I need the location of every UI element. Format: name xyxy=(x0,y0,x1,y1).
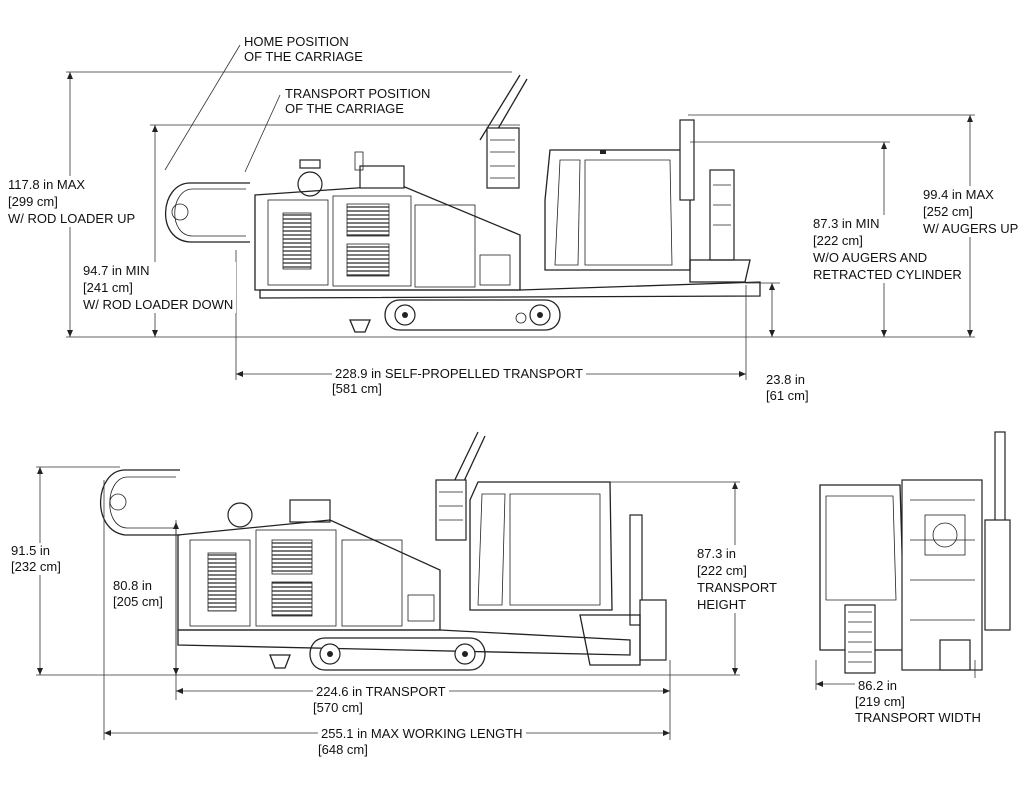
max-height-augers-label: 99.4 in MAX [252 cm] W/ AUGERS UP xyxy=(920,186,1022,237)
max-working-length-metric: [648 cm] xyxy=(318,742,368,757)
rear-drill-illustration xyxy=(819,431,1011,674)
min-height-note: W/ ROD LOADER DOWN xyxy=(83,297,234,312)
transport-height-metric: [222 cm] xyxy=(697,563,747,578)
transport-height-label: 87.3 in [222 cm] TRANSPORT HEIGHT xyxy=(694,545,780,613)
min-height-rod-loader-label: 94.7 in MIN [241 cm] W/ ROD LOADER DOWN xyxy=(80,262,237,313)
max-working-length-label: 255.1 in MAX WORKING LENGTH [648 cm] xyxy=(318,726,526,758)
min-height-metric: [241 cm] xyxy=(83,280,133,295)
min-height-no-augers-note2: RETRACTED CYLINDER xyxy=(813,267,962,282)
min-height-no-augers-metric: [222 cm] xyxy=(813,233,863,248)
max-height-augers-value: 99.4 in MAX xyxy=(923,187,994,202)
max-height-augers-metric: [252 cm] xyxy=(923,204,973,219)
transport-length-label: 224.6 in TRANSPORT [570 cm] xyxy=(313,684,449,716)
transport-height-value: 87.3 in xyxy=(697,546,737,561)
ground-clearance-label: 23.8 in [61 cm] xyxy=(766,372,809,404)
min-height-no-augers-label: 87.3 in MIN [222 cm] W/O AUGERS AND RETR… xyxy=(810,215,965,283)
track-height-label: 80.8 in [205 cm] xyxy=(110,578,166,610)
min-height-value: 94.7 in MIN xyxy=(83,263,150,278)
transport-position-line1: TRANSPORT POSITION xyxy=(285,86,431,101)
transport-length-metric: [570 cm] xyxy=(313,700,363,715)
transport-length-value: 224.6 in TRANSPORT xyxy=(313,684,449,700)
track-height-value: 80.8 in xyxy=(113,578,153,593)
overall-height-metric: [232 cm] xyxy=(11,559,61,574)
top-drill-illustration xyxy=(66,74,975,338)
transport-position-callout: TRANSPORT POSITION OF THE CARRIAGE xyxy=(285,86,430,116)
max-height-value: 117.8 in MAX xyxy=(8,177,86,192)
transport-width-note: TRANSPORT WIDTH xyxy=(855,710,981,725)
transport-position-leader xyxy=(244,94,281,173)
max-height-augers-note: W/ AUGERS UP xyxy=(923,221,1019,236)
self-propelled-length-value: 228.9 in SELF-PROPELLED TRANSPORT xyxy=(332,366,587,381)
self-propelled-length-metric: [581 cm] xyxy=(332,381,382,396)
transport-position-line2: OF THE CARRIAGE xyxy=(285,101,404,116)
home-position-callout: HOME POSITION OF THE CARRIAGE xyxy=(244,34,363,64)
ground-clearance-value: 23.8 in xyxy=(766,372,806,387)
max-working-length-value: 255.1 in MAX WORKING LENGTH xyxy=(318,726,526,742)
transport-width-label: 86.2 in [219 cm] TRANSPORT WIDTH xyxy=(855,678,981,726)
home-position-line2: OF THE CARRIAGE xyxy=(244,49,363,64)
transport-width-value: 86.2 in xyxy=(855,678,981,694)
max-height-metric: [299 cm] xyxy=(8,194,58,209)
min-height-no-augers-note1: W/O AUGERS AND xyxy=(813,250,928,265)
min-height-no-augers-value: 87.3 in MIN xyxy=(813,216,880,231)
max-height-note: W/ ROD LOADER UP xyxy=(8,211,136,226)
max-height-rod-loader-label: 117.8 in MAX [299 cm] W/ ROD LOADER UP xyxy=(5,176,139,227)
transport-width-metric: [219 cm] xyxy=(855,694,905,709)
overall-height-label: 91.5 in [232 cm] xyxy=(8,543,64,575)
self-propelled-length-label: 228.9 in SELF-PROPELLED TRANSPORT [581 c… xyxy=(332,366,587,396)
ground-clearance-metric: [61 cm] xyxy=(766,388,809,403)
track-height-metric: [205 cm] xyxy=(113,594,163,609)
home-position-line1: HOME POSITION xyxy=(244,34,349,49)
home-position-leader xyxy=(164,44,241,171)
transport-height-note1: TRANSPORT xyxy=(697,580,777,595)
transport-height-note2: HEIGHT xyxy=(697,597,747,612)
side-drill-illustration xyxy=(99,431,667,671)
overall-height-value: 91.5 in xyxy=(11,543,51,558)
